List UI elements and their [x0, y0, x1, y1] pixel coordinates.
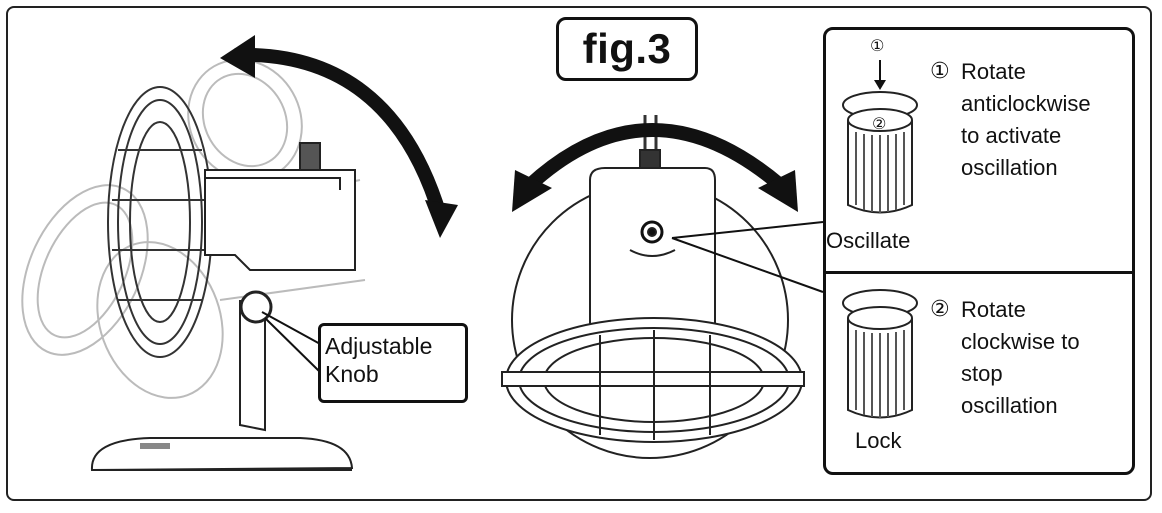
fan-stand	[239, 300, 266, 432]
step-2-line-3: stop	[961, 361, 1003, 386]
step-1-text: Rotate anticlockwise to activate oscilla…	[961, 56, 1091, 184]
step-1-line-4: oscillation	[961, 155, 1058, 180]
oscillate-knob-illustration	[842, 60, 918, 214]
adjustable-knob	[239, 290, 273, 324]
step-2-line-4: oscillation	[961, 393, 1058, 418]
top-view-fan	[501, 115, 824, 459]
fan-guard	[107, 86, 213, 358]
step-2-text: Rotate clockwise to stop oscillation	[961, 294, 1080, 422]
top-housing	[589, 167, 716, 336]
step-1-line-1: Rotate	[961, 59, 1026, 84]
instruction-panel	[823, 27, 1135, 475]
step-1-line-2: anticlockwise	[961, 91, 1091, 116]
step-1-marker: ①	[930, 58, 950, 83]
tilt-arrow-icon	[234, 47, 447, 218]
figure-label: fig.3	[556, 17, 698, 81]
side-view-fan	[21, 35, 458, 472]
lock-caption: Lock	[855, 428, 902, 453]
step-2-line-2: clockwise to	[961, 329, 1080, 354]
motor-housing	[204, 169, 356, 271]
oscillation-knob-top	[299, 142, 321, 171]
knob-step-marker: ②	[872, 116, 887, 133]
step-1-line-3: to activate	[961, 123, 1062, 148]
swing-arrow-icon	[525, 123, 785, 191]
lock-knob-illustration	[842, 289, 918, 419]
figure-frame	[6, 6, 1152, 501]
step-2-line-1: Rotate	[961, 297, 1026, 322]
callout-line-2: Knob	[325, 361, 379, 387]
callout-line-1: Adjustable	[325, 333, 433, 359]
arrow-step-marker: ①	[870, 38, 885, 55]
panel-divider	[823, 271, 1135, 274]
adjustable-knob-callout: Adjustable Knob	[318, 323, 468, 403]
step-2-marker: ②	[930, 296, 950, 321]
fan-base	[90, 437, 354, 472]
oscillate-caption: Oscillate	[826, 228, 911, 253]
